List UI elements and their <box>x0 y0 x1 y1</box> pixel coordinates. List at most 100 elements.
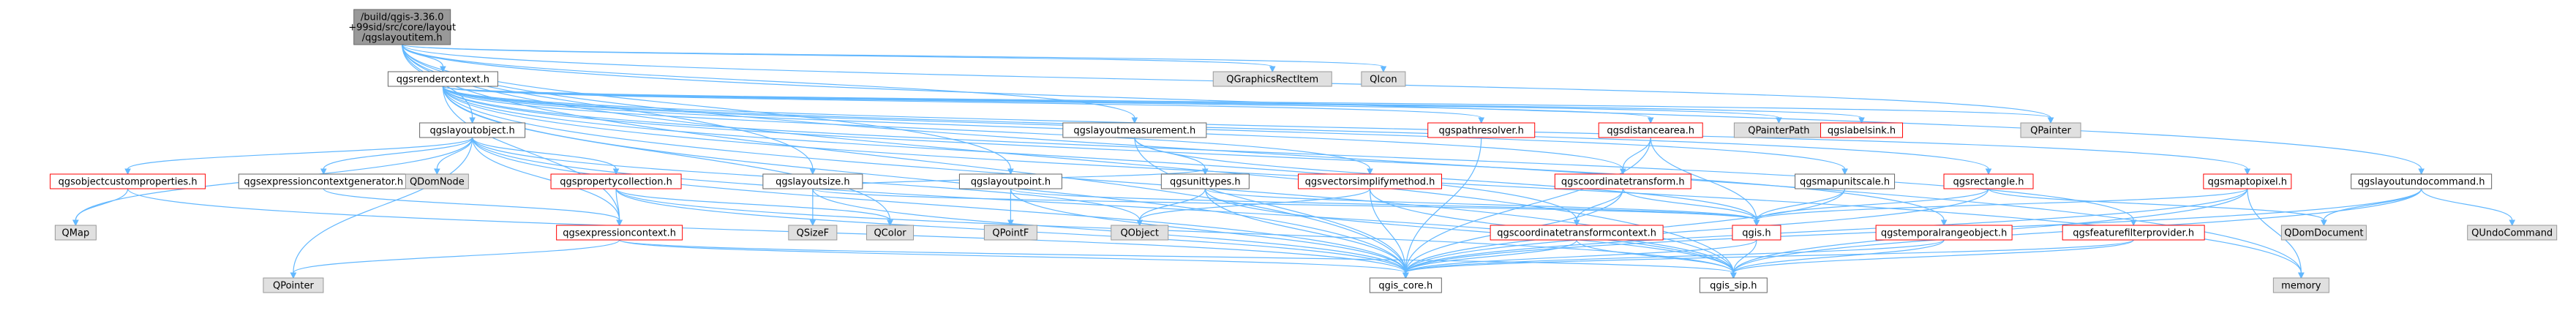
edge-arrowhead <box>1007 219 1014 227</box>
node-qgiscore[interactable]: qgis_core.h <box>1369 277 1442 293</box>
node-layoutobject[interactable]: qgslayoutobject.h <box>419 122 526 138</box>
edge-line <box>1405 137 1651 274</box>
edge-line <box>1139 188 1371 221</box>
edge-line <box>1405 239 2134 274</box>
edge-arrowhead <box>809 168 816 176</box>
edge-qgish-to-qgissip <box>1730 239 1757 279</box>
node-box <box>1212 71 1332 87</box>
node-renderctx[interactable]: qgsrendercontext.h <box>387 71 498 87</box>
edge-arrowhead <box>1478 117 1485 124</box>
edge-line <box>402 44 1384 67</box>
node-layoutmeas[interactable]: qgslayoutmeasurement.h <box>1062 122 1207 138</box>
node-coordtransform[interactable]: qgscoordinatetransform.h <box>1554 173 1691 189</box>
edge-line <box>402 44 1273 67</box>
node-label: qgstemporalrangeobject.h <box>1881 228 2007 239</box>
node-qgissip[interactable]: qgis_sip.h <box>1699 277 1768 293</box>
node-rectangle[interactable]: qgsrectangle.h <box>1943 173 2034 189</box>
edge-line <box>1756 188 2248 221</box>
node-layoutpoint[interactable]: qgslayoutpoint.h <box>958 173 1062 189</box>
node-box <box>2280 225 2367 241</box>
edge-arrowhead <box>887 219 893 227</box>
edge-arrowhead <box>320 168 327 176</box>
node-temporalrange[interactable]: qgstemporalrangeobject.h <box>1875 225 2013 241</box>
node-box <box>1427 122 1536 138</box>
node-vectorsimplify[interactable]: qgsvectorsimplifymethod.h <box>1298 173 1443 189</box>
node-qdomdocument: QDomDocument <box>2280 225 2367 241</box>
node-maptopixel[interactable]: qgsmaptopixel.h <box>2203 173 2292 189</box>
edge-line <box>293 137 473 274</box>
edge-line <box>293 239 620 274</box>
edge-line <box>402 44 1135 118</box>
edge-layoutobject-to-propcoll <box>472 137 620 176</box>
node-label: qgsexpressioncontextgenerator.h <box>244 177 403 188</box>
node-label: +99sid/src/core/layout <box>348 23 456 34</box>
node-exprcontext[interactable]: qgsexpressioncontext.h <box>556 225 683 241</box>
node-qgish[interactable]: qgis.h <box>1732 225 1781 241</box>
edge-renderctx-to-vectorsimplify <box>442 86 1373 176</box>
edge-line <box>1732 239 1945 274</box>
node-box <box>1943 173 2034 189</box>
node-pathresolver[interactable]: qgspathresolver.h <box>1427 122 1536 138</box>
node-mapunitscale[interactable]: qgsmapunitscale.h <box>1795 173 1896 189</box>
node-propcoll[interactable]: qgspropertycollection.h <box>550 173 682 189</box>
node-box <box>2272 277 2329 293</box>
node-layer: /build/qgis-3.36.0+99sid/src/core/layout… <box>50 9 2558 293</box>
edge-line <box>442 86 1371 170</box>
edge-arrowhead <box>469 117 476 124</box>
edge-line <box>812 188 1406 274</box>
edge-line <box>1756 188 1846 221</box>
node-label: QUndoCommand <box>2471 228 2553 239</box>
node-qobject: QObject <box>1111 225 1169 241</box>
node-labelsink[interactable]: qgslabelsink.h <box>1820 122 1904 138</box>
edge-line <box>442 86 2248 170</box>
edge-line <box>472 137 617 170</box>
node-unittypes[interactable]: qgsunittypes.h <box>1160 173 1250 189</box>
edge-line <box>1010 188 1406 274</box>
edge-line <box>442 86 1779 118</box>
node-box <box>1490 225 1664 241</box>
node-box <box>1795 173 1896 189</box>
edge-arrowhead <box>616 219 623 227</box>
node-label: QSizeF <box>797 228 829 239</box>
edge-arrowhead <box>1131 117 1138 124</box>
edge-qgish-to-qgiscore <box>1402 239 1757 279</box>
node-memory: memory <box>2272 277 2329 293</box>
edge-layoutmeas-to-unittypes <box>1134 137 1209 176</box>
node-qcolor: QColor <box>866 225 915 241</box>
node-objcustprops[interactable]: qgsobjectcustomproperties.h <box>50 173 206 189</box>
node-box <box>50 173 206 189</box>
node-layoutsize[interactable]: qgslayoutsize.h <box>762 173 863 189</box>
edge-line <box>1204 188 1757 221</box>
edge-coordtransform-to-coordtransctx <box>1573 188 1623 227</box>
node-undocommand[interactable]: qgslayoutundocommand.h <box>2351 173 2493 189</box>
node-qpainter: QPainter <box>2020 122 2081 138</box>
edge-renderctx-to-qcolor <box>442 86 893 227</box>
edge-layoutobject-to-qdomnode <box>434 137 473 176</box>
edge-line <box>1405 188 2248 274</box>
edge-line <box>1204 188 1734 274</box>
node-featurefilter[interactable]: qgsfeaturefilterprovider.h <box>2062 225 2205 241</box>
node-label: QPointF <box>992 228 1029 239</box>
edge-renderctx-to-qpainter <box>442 86 2054 124</box>
edge-line <box>2247 188 2302 274</box>
edge-exprctxgen-to-exprcontext <box>323 188 623 227</box>
node-distancearea[interactable]: qgsdistancearea.h <box>1598 122 1703 138</box>
node-root[interactable]: /build/qgis-3.36.0+99sid/src/core/layout… <box>348 9 456 45</box>
edge-arrowhead <box>1402 272 1409 279</box>
node-box <box>1361 71 1406 87</box>
node-label: qgsunittypes.h <box>1170 177 1241 188</box>
node-exprctxgen[interactable]: qgsexpressioncontextgenerator.h <box>238 173 409 189</box>
node-coordtransctx[interactable]: qgscoordinatetransformcontext.h <box>1490 225 1664 241</box>
edge-line <box>1650 137 1757 221</box>
node-box <box>2062 225 2205 241</box>
edge-line <box>615 188 620 221</box>
edge-arrowhead <box>1647 117 1654 124</box>
edge-line <box>436 137 473 170</box>
node-label: qgsrectangle.h <box>1953 177 2024 188</box>
node-qicon: QIcon <box>1361 71 1406 87</box>
edge-root-to-undocommand <box>402 44 2425 176</box>
edge-arrowhead <box>2298 272 2305 279</box>
edge-line <box>472 137 1734 274</box>
node-box <box>866 225 915 241</box>
edge-line <box>442 86 2134 221</box>
